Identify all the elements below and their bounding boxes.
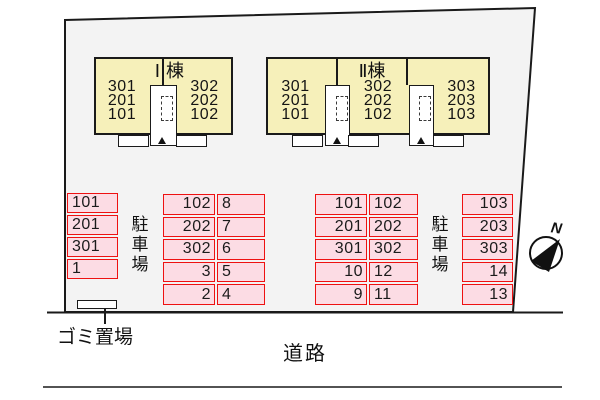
- parking-space: 5: [217, 261, 265, 283]
- building-2-porch-2: [348, 135, 379, 147]
- building-2-entrance-arrow-1: [333, 137, 341, 144]
- parking-column: 103 203 303 14 13: [462, 194, 513, 305]
- unit-number: 103: [447, 106, 476, 123]
- parking-space: 102: [369, 194, 418, 215]
- parking-space: 201: [315, 216, 367, 238]
- garbage-label: ゴミ置場: [57, 327, 134, 348]
- parking-space: 4: [217, 284, 265, 305]
- compass-icon: [529, 236, 563, 272]
- parking-space: 101: [315, 194, 367, 215]
- building-2-porch-3: [433, 135, 464, 147]
- parking-space: 302: [369, 239, 418, 260]
- building-2-porch-1: [292, 135, 323, 147]
- unit-number: 302: [363, 78, 393, 95]
- building-2-entrance-arrow-2: [417, 137, 425, 144]
- building-1-title-suffix: 棟: [166, 61, 184, 81]
- unit-number: 102: [363, 106, 393, 123]
- unit-number: 102: [190, 106, 219, 123]
- parking-space: 101: [67, 193, 118, 213]
- parking-label-right: 駐 車 場: [431, 215, 449, 275]
- parking-space: 14: [462, 261, 513, 283]
- unit-number: 201: [281, 92, 310, 109]
- parking-space: 301: [315, 239, 367, 260]
- building-1-title-divider: [162, 57, 164, 85]
- compass-north-label: N: [549, 219, 563, 238]
- unit-number: 203: [447, 92, 476, 109]
- parking-label-char: 車: [431, 235, 449, 254]
- building-1-title-numeral: Ⅰ: [154, 61, 160, 81]
- parking-block-d: 103 203 303 14 13: [462, 194, 513, 305]
- building-2-stairs-dashed-2: [419, 96, 431, 121]
- unit-number: 301: [107, 78, 137, 95]
- unit-number: 201: [107, 92, 137, 109]
- building-1-stairs-dashed: [161, 96, 173, 121]
- building-2-units-col2: 302 202 102: [349, 78, 407, 123]
- parking-space: 2: [163, 284, 215, 305]
- parking-space: 103: [462, 194, 513, 215]
- parking-label-char: 場: [431, 255, 449, 274]
- parking-label-char: 駐: [431, 215, 449, 234]
- building-2-divider-1: [336, 57, 338, 85]
- parking-space: 301: [67, 237, 118, 257]
- garbage-leader-line: [104, 309, 106, 324]
- parking-space: 302: [163, 239, 215, 260]
- parking-column: 101 201 301 10 9: [315, 194, 367, 305]
- parking-space: 203: [462, 216, 513, 238]
- building-2: [266, 57, 490, 135]
- parking-space: 303: [462, 239, 513, 260]
- building-1-entrance-arrow: [158, 137, 166, 144]
- parking-space: 11: [369, 284, 418, 305]
- parking-column: 102 202 302 3 2: [163, 194, 215, 305]
- building-1-porch-left: [118, 135, 149, 147]
- parking-space: 7: [217, 216, 265, 238]
- parking-block-b: 102 202 302 3 2 8 7 6 5 4: [163, 194, 265, 305]
- parking-space: 9: [315, 284, 367, 305]
- building-2-units-col3: 303 203 103: [433, 78, 490, 123]
- parking-space: 102: [163, 194, 215, 215]
- parking-space: 12: [369, 261, 418, 283]
- parking-block-c: 101 201 301 10 9 102 202 302 12 11: [315, 194, 418, 305]
- parking-space: 202: [163, 216, 215, 238]
- parking-column: 8 7 6 5 4: [217, 194, 265, 305]
- parking-space: 13: [462, 284, 513, 305]
- parking-label-char: 車: [131, 235, 149, 254]
- building-1-units-right: 302 202 102: [176, 78, 233, 123]
- building-1-units-left: 301 201 101: [94, 78, 150, 123]
- parking-label-char: 場: [131, 255, 149, 274]
- unit-number: 101: [107, 106, 137, 123]
- unit-number: 301: [281, 78, 310, 95]
- unit-number: 202: [363, 92, 393, 109]
- parking-space: 202: [369, 216, 418, 238]
- parking-space: 8: [217, 194, 265, 215]
- road-label: 道路: [283, 343, 327, 365]
- parking-space: 3: [163, 261, 215, 283]
- parking-space: 6: [217, 239, 265, 260]
- unit-number: 202: [190, 92, 219, 109]
- unit-number: 302: [190, 78, 219, 95]
- unit-number: 101: [281, 106, 310, 123]
- garbage-box: [77, 300, 117, 309]
- parking-column: 102 202 302 12 11: [369, 194, 418, 305]
- building-1-porch-right: [176, 135, 207, 147]
- parking-space: 1: [67, 259, 118, 279]
- parking-space: 201: [67, 215, 118, 235]
- building-2-divider-2: [406, 57, 408, 85]
- parking-block-a: 101 201 301 1: [67, 193, 118, 279]
- parking-column: 101 201 301 1: [67, 193, 118, 279]
- building-2-stairs-dashed-1: [336, 96, 348, 121]
- parking-label-char: 駐: [131, 215, 149, 234]
- parking-label-left: 駐 車 場: [131, 215, 149, 275]
- building-2-title: Ⅱ棟: [358, 61, 386, 81]
- parking-space: 10: [315, 261, 367, 283]
- unit-number: 303: [447, 78, 476, 95]
- building-2-units-col1: 301 201 101: [266, 78, 325, 123]
